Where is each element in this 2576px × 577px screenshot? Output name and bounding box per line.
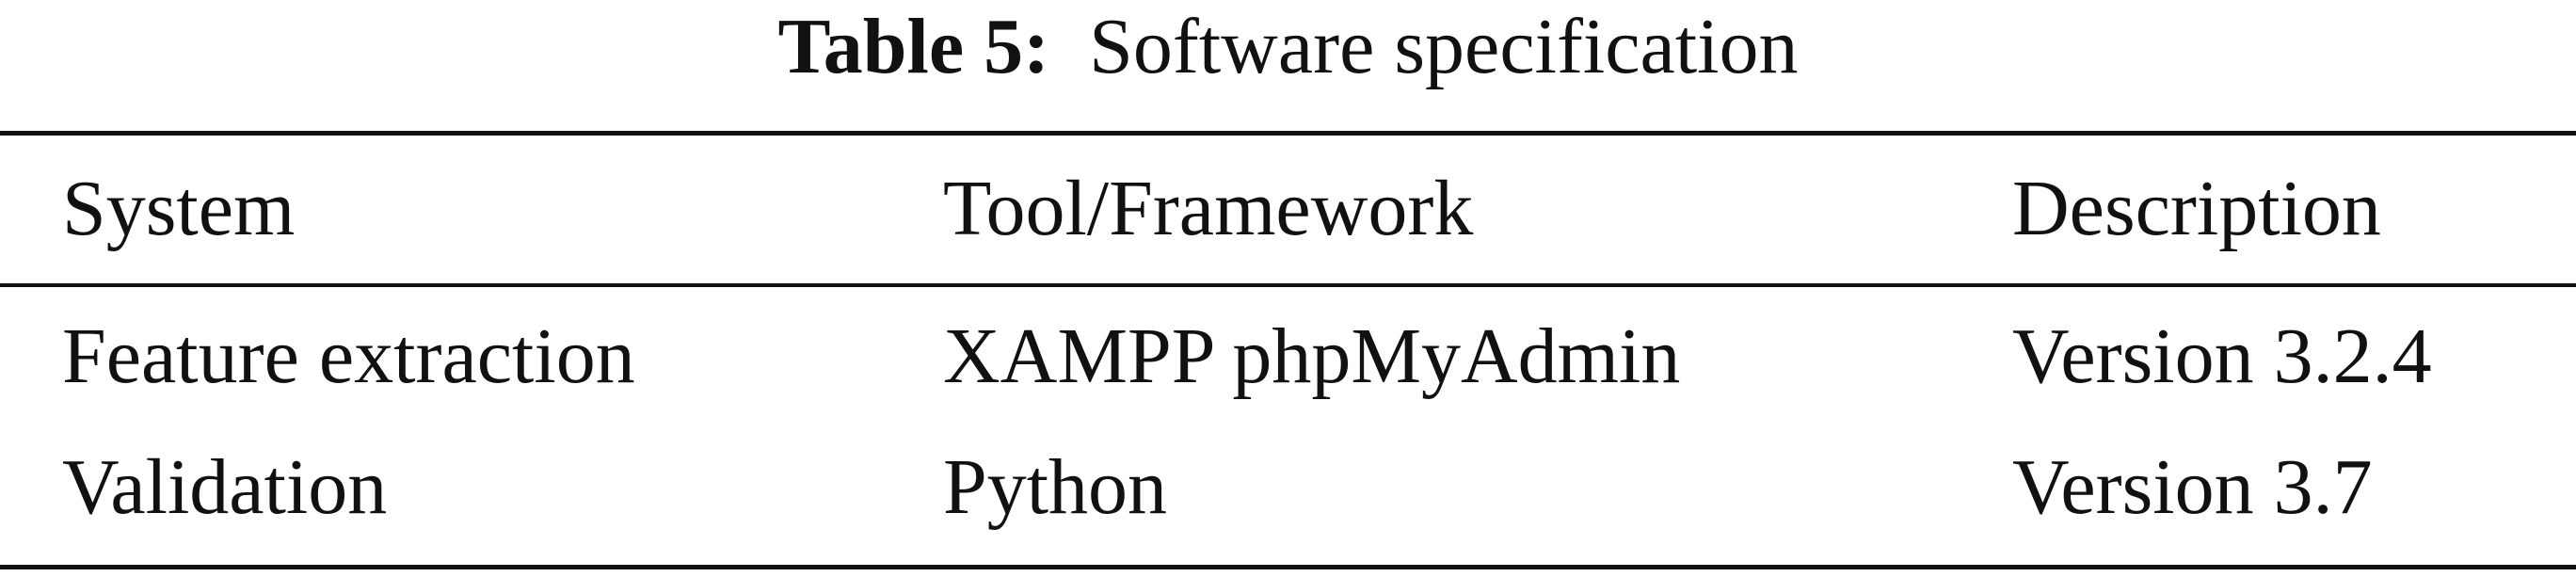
- table-caption-label: Table 5:: [777, 3, 1050, 90]
- header-tool-framework: Tool/Framework: [943, 165, 1474, 252]
- row-0-system: Feature extraction: [62, 313, 635, 400]
- row-1-system: Validation: [62, 443, 388, 531]
- header-system: System: [62, 165, 296, 252]
- row-1-tool-framework: Python: [943, 443, 1168, 531]
- table-top-rule: [0, 131, 2576, 136]
- header-description: Description: [2012, 165, 2381, 252]
- row-0-description: Version 3.2.4: [2012, 313, 2432, 400]
- row-1-description: Version 3.7: [2012, 443, 2373, 531]
- table-caption: Table 5: Software specification: [0, 0, 2576, 94]
- row-0-tool-framework: XAMPP phpMyAdmin: [943, 313, 1681, 400]
- table-header-rule: [0, 283, 2576, 287]
- table-caption-text: Software specification: [1089, 3, 1799, 90]
- table-bottom-rule: [0, 565, 2576, 569]
